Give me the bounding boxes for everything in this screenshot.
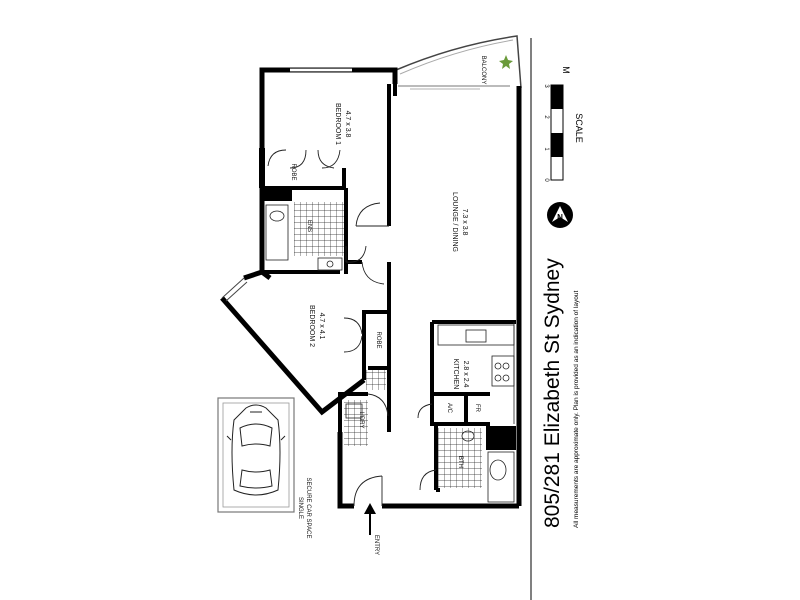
scale-tick-0: 0 [543, 178, 549, 182]
entry-label: ENTRY [373, 535, 379, 555]
balcony [395, 35, 522, 90]
room-labels: BEDROOM 1 4.7 x 3.8 LOUNGE / DINING 7.3 … [290, 56, 486, 555]
plant-icon [499, 55, 513, 69]
scale-tick-3: 3 [543, 84, 549, 88]
compass-letter: N [557, 213, 563, 222]
disclaimer-text: All measurements are approximate only. P… [573, 291, 580, 528]
scale-bar: 0 1 2 3 M SCALE [543, 66, 584, 182]
car-label-line1: SINGLE [297, 497, 303, 519]
wall-blocks [259, 148, 516, 450]
scale-tick-1: 1 [543, 147, 549, 151]
ac-label: A/C [446, 403, 452, 414]
inner-walls [262, 84, 516, 492]
ldry-label: L'DRY [358, 411, 364, 428]
bedroom2-window [221, 277, 248, 302]
fr-label: FR [474, 404, 480, 413]
bedroom1-name: BEDROOM 1 [334, 103, 341, 145]
lounge-name: LOUNGE / DINING [451, 192, 458, 252]
kitchen-name: KITCHEN [452, 359, 459, 390]
bedroom1-size: 4.7 x 3.8 [344, 111, 351, 138]
robe2-label: ROBE [375, 331, 381, 348]
car-label-line2: SECURE CAR SPACE [305, 478, 311, 539]
balcony-label: BALCONY [480, 56, 486, 85]
bth-label: BTH [457, 456, 463, 468]
ens-label: ENS [306, 220, 312, 232]
lounge-size: 7.3 x 3.8 [461, 209, 468, 236]
bedroom2-size: 4.7 x 4.1 [318, 313, 325, 340]
scale-label: SCALE [574, 113, 584, 143]
car-space [217, 397, 295, 513]
car-icon [226, 404, 286, 496]
scale-tick-2: 2 [543, 115, 549, 119]
robe1-label: ROBE [290, 163, 296, 180]
doors [267, 149, 437, 507]
outer-walls [220, 67, 522, 509]
scale-unit: M [561, 66, 571, 74]
entry-arrow [364, 503, 376, 535]
compass-icon: N [547, 202, 573, 228]
page-title: 805/281 Elizabeth St Sydney [541, 258, 564, 528]
fixtures [265, 204, 515, 503]
tile-floors [294, 202, 482, 488]
kitchen-size: 2.8 x 2.4 [462, 361, 469, 388]
bedroom2-name: BEDROOM 2 [308, 305, 315, 347]
